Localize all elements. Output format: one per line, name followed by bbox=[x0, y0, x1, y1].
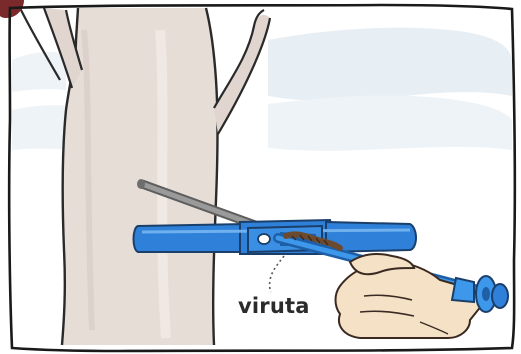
shaving-label: viruta bbox=[238, 294, 310, 318]
tree-trunk bbox=[62, 8, 218, 345]
